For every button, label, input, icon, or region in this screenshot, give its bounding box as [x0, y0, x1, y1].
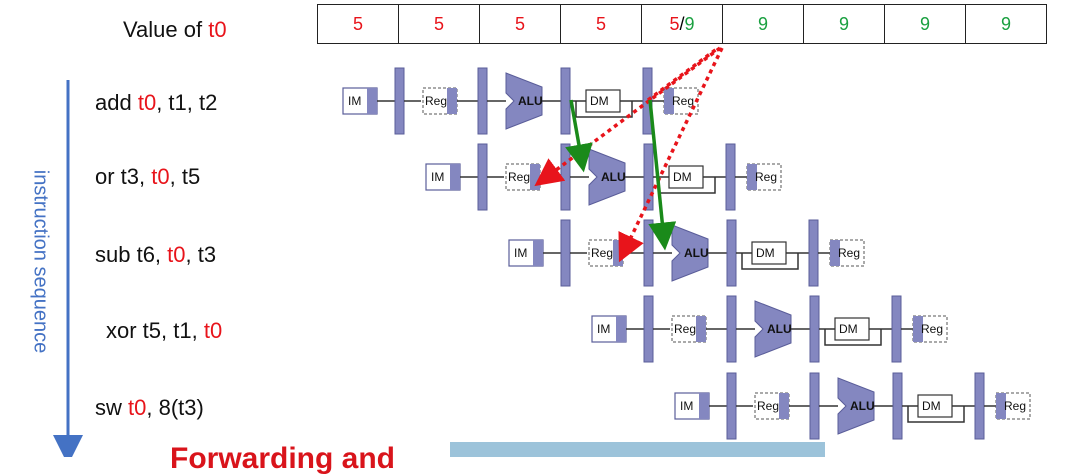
pipeline-register [809, 372, 820, 440]
pipeline-register [560, 67, 571, 135]
reg-shade [747, 164, 757, 190]
im-shade [367, 88, 377, 114]
pipeline-row: IM Reg ALU DM Reg [425, 143, 782, 211]
reg-label: Reg [757, 399, 779, 413]
im-shade [450, 164, 460, 190]
alu-label: ALU [767, 322, 792, 336]
reg-label: Reg [672, 94, 694, 108]
dm-label: DM [756, 246, 775, 260]
pipeline-register [643, 219, 654, 287]
alu-label: ALU [518, 94, 543, 108]
pipeline-register [725, 143, 736, 211]
im-label: IM [348, 94, 361, 108]
hazard-arrow [618, 47, 724, 263]
pipeline-register [394, 67, 405, 135]
pipeline-row: IM Reg ALU DM Reg [508, 219, 865, 287]
footer-title: Forwarding and [170, 442, 395, 475]
alu-block [837, 377, 875, 435]
reg-label: Reg [674, 322, 696, 336]
reg-shade [830, 240, 840, 266]
im-label: IM [597, 322, 610, 336]
reg-label: Reg [921, 322, 943, 336]
pipeline-register [726, 295, 737, 363]
instruction-label-add: add t0, t1, t2 [95, 90, 218, 115]
pipeline-register [808, 219, 819, 287]
alu-block [505, 72, 543, 130]
instruction-label-sub: sub t6, t0, t3 [95, 242, 217, 267]
bypass-wire [575, 101, 633, 118]
dm-label: DM [590, 94, 609, 108]
timeline-label-prefix: Value of [123, 17, 209, 42]
dm-label: DM [673, 170, 692, 184]
reg-label: Reg [425, 94, 447, 108]
timeline-label-register: t0 [208, 17, 227, 42]
timeline-cell: 5 [560, 4, 642, 44]
alu-label: ALU [684, 246, 709, 260]
reg-label: Reg [508, 170, 530, 184]
pipeline-row: IM Reg ALU DM Reg [674, 372, 1031, 440]
forwarding-arrow [648, 99, 677, 251]
im-shade [616, 316, 626, 342]
bypass-wire [741, 253, 799, 270]
reg-shade [613, 240, 623, 266]
pipeline-register [477, 143, 488, 211]
im-label: IM [514, 246, 527, 260]
pipeline-register [892, 372, 903, 440]
timeline-row: 5 5 5 5 5/9 9 9 9 9 [317, 4, 1047, 44]
pipeline-register [974, 372, 985, 440]
footer-highlight [450, 442, 825, 457]
alu-label: ALU [601, 170, 626, 184]
pipeline-row: IM Reg ALU DM Reg [591, 295, 948, 363]
timeline-cell: 9 [965, 4, 1047, 44]
instruction-label-xor: xor t5, t1, t0 [106, 318, 223, 343]
pipeline-register [891, 295, 902, 363]
instruction-sequence-label: instruction sequence [29, 169, 52, 354]
reg-shade [779, 393, 789, 419]
alu-label: ALU [850, 399, 875, 413]
timeline-label: Value of t0 [123, 17, 227, 43]
reg-label: Reg [591, 246, 613, 260]
reg-shade [996, 393, 1006, 419]
dm-label: DM [839, 322, 858, 336]
im-label: IM [680, 399, 693, 413]
dm-label: DM [922, 399, 941, 413]
dependency-arrows [534, 46, 724, 263]
timeline-cell: 9 [722, 4, 804, 44]
hazard-arrow [646, 46, 720, 102]
pipeline-row: IM Reg ALU DM Reg [342, 67, 699, 135]
reg-label: Reg [1004, 399, 1026, 413]
timeline-cell: 9 [803, 4, 885, 44]
timeline-cell: 5 [398, 4, 480, 44]
pipeline-register [726, 219, 737, 287]
timeline-cell: 5/9 [641, 4, 723, 44]
pipeline-register [643, 295, 654, 363]
reg-shade [447, 88, 457, 114]
pipeline-register [726, 372, 737, 440]
bypass-wire [907, 406, 965, 423]
reg-label: Reg [838, 246, 860, 260]
reg-shade [530, 164, 540, 190]
instruction-label-sw: sw t0, 8(t3) [95, 395, 204, 420]
t0-value-timeline: 5 5 5 5 5/9 9 9 9 9 [317, 4, 1047, 44]
bypass-wire [824, 329, 882, 346]
forwarding-arrow [565, 99, 593, 173]
pipeline-register [477, 67, 488, 135]
alu-block [754, 300, 792, 358]
im-label: IM [431, 170, 444, 184]
pipeline-register [560, 143, 571, 211]
reg-shade [913, 316, 923, 342]
instruction-label-or: or t3, t0, t5 [95, 164, 201, 189]
im-shade [533, 240, 543, 266]
reg-shade [696, 316, 706, 342]
pipeline-register [560, 219, 571, 287]
reg-label: Reg [755, 170, 777, 184]
timeline-cell: 5 [479, 4, 561, 44]
im-shade [699, 393, 709, 419]
timeline-cell: 9 [884, 4, 966, 44]
reg-shade [664, 88, 674, 114]
pipeline-register [809, 295, 820, 363]
